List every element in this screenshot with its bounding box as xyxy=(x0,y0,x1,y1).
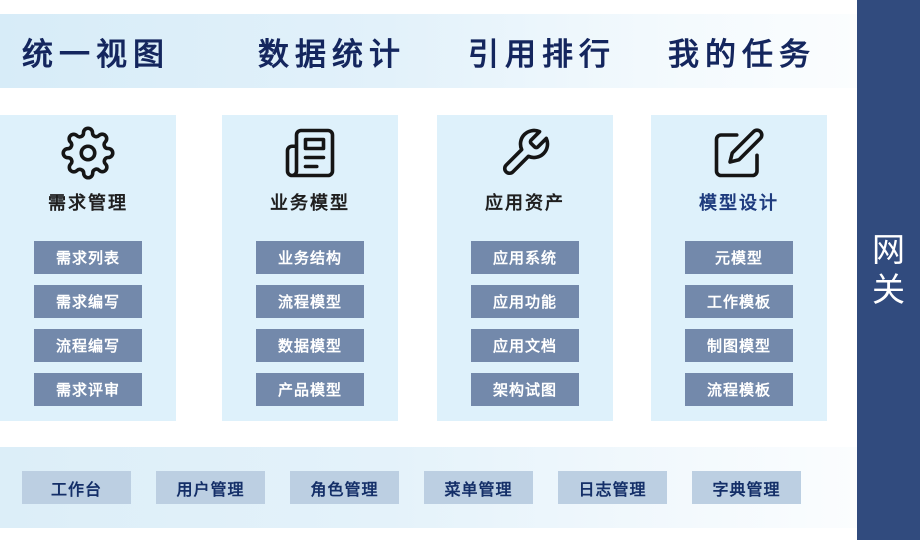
gateway-label-char: 关 xyxy=(872,271,905,308)
card-button[interactable]: 应用系统 xyxy=(471,241,579,274)
header-tab-citation-rank[interactable]: 引用排行 xyxy=(468,36,616,72)
card-button[interactable]: 业务结构 xyxy=(256,241,364,274)
edit-icon xyxy=(711,125,767,181)
card-button[interactable]: 需求评审 xyxy=(34,373,142,406)
bottom-nav-bar: 工作台 用户管理 角色管理 菜单管理 日志管理 字典管理 xyxy=(0,447,857,528)
bottom-nav-button-menu-management[interactable]: 菜单管理 xyxy=(424,471,533,504)
card-title: 需求管理 xyxy=(48,193,128,213)
header-tab-unified-view[interactable]: 统一视图 xyxy=(22,36,170,72)
bottom-nav-button-workbench[interactable]: 工作台 xyxy=(22,471,131,504)
bottom-nav-button-log-management[interactable]: 日志管理 xyxy=(558,471,667,504)
card-button[interactable]: 产品模型 xyxy=(256,373,364,406)
bottom-nav-button-role-management[interactable]: 角色管理 xyxy=(290,471,399,504)
card-button[interactable]: 元模型 xyxy=(685,241,793,274)
card-title: 业务模型 xyxy=(270,193,350,213)
gear-icon xyxy=(60,125,116,181)
card-button[interactable]: 工作模板 xyxy=(685,285,793,318)
card-requirement-management: 需求管理 需求列表 需求编写 流程编写 需求评审 xyxy=(0,115,176,421)
card-application-assets: 应用资产 应用系统 应用功能 应用文档 架构试图 xyxy=(437,115,613,421)
card-title: 应用资产 xyxy=(485,193,565,213)
card-button[interactable]: 应用文档 xyxy=(471,329,579,362)
card-button[interactable]: 应用功能 xyxy=(471,285,579,318)
card-button[interactable]: 需求编写 xyxy=(34,285,142,318)
card-button[interactable]: 流程模型 xyxy=(256,285,364,318)
bottom-nav-button-user-management[interactable]: 用户管理 xyxy=(156,471,265,504)
bottom-nav-button-dict-management[interactable]: 字典管理 xyxy=(692,471,801,504)
wrench-icon xyxy=(497,125,553,181)
header-tabs-bar: 统一视图 数据统计 引用排行 我的任务 xyxy=(0,14,857,88)
gateway-label-char: 网 xyxy=(872,230,905,268)
card-button[interactable]: 制图模型 xyxy=(685,329,793,362)
card-model-design: 模型设计 元模型 工作模板 制图模型 流程模板 xyxy=(651,115,827,421)
card-button[interactable]: 需求列表 xyxy=(34,241,142,274)
card-title: 模型设计 xyxy=(699,193,779,213)
header-tab-data-stats[interactable]: 数据统计 xyxy=(258,36,406,72)
card-button[interactable]: 流程模板 xyxy=(685,373,793,406)
header-tab-my-tasks[interactable]: 我的任务 xyxy=(668,36,816,72)
card-business-model: 业务模型 业务结构 流程模型 数据模型 产品模型 xyxy=(222,115,398,421)
card-button[interactable]: 数据模型 xyxy=(256,329,364,362)
gateway-sidebar[interactable]: 网 关 xyxy=(857,0,920,540)
newspaper-icon xyxy=(282,125,338,181)
card-button[interactable]: 架构试图 xyxy=(471,373,579,406)
card-button[interactable]: 流程编写 xyxy=(34,329,142,362)
